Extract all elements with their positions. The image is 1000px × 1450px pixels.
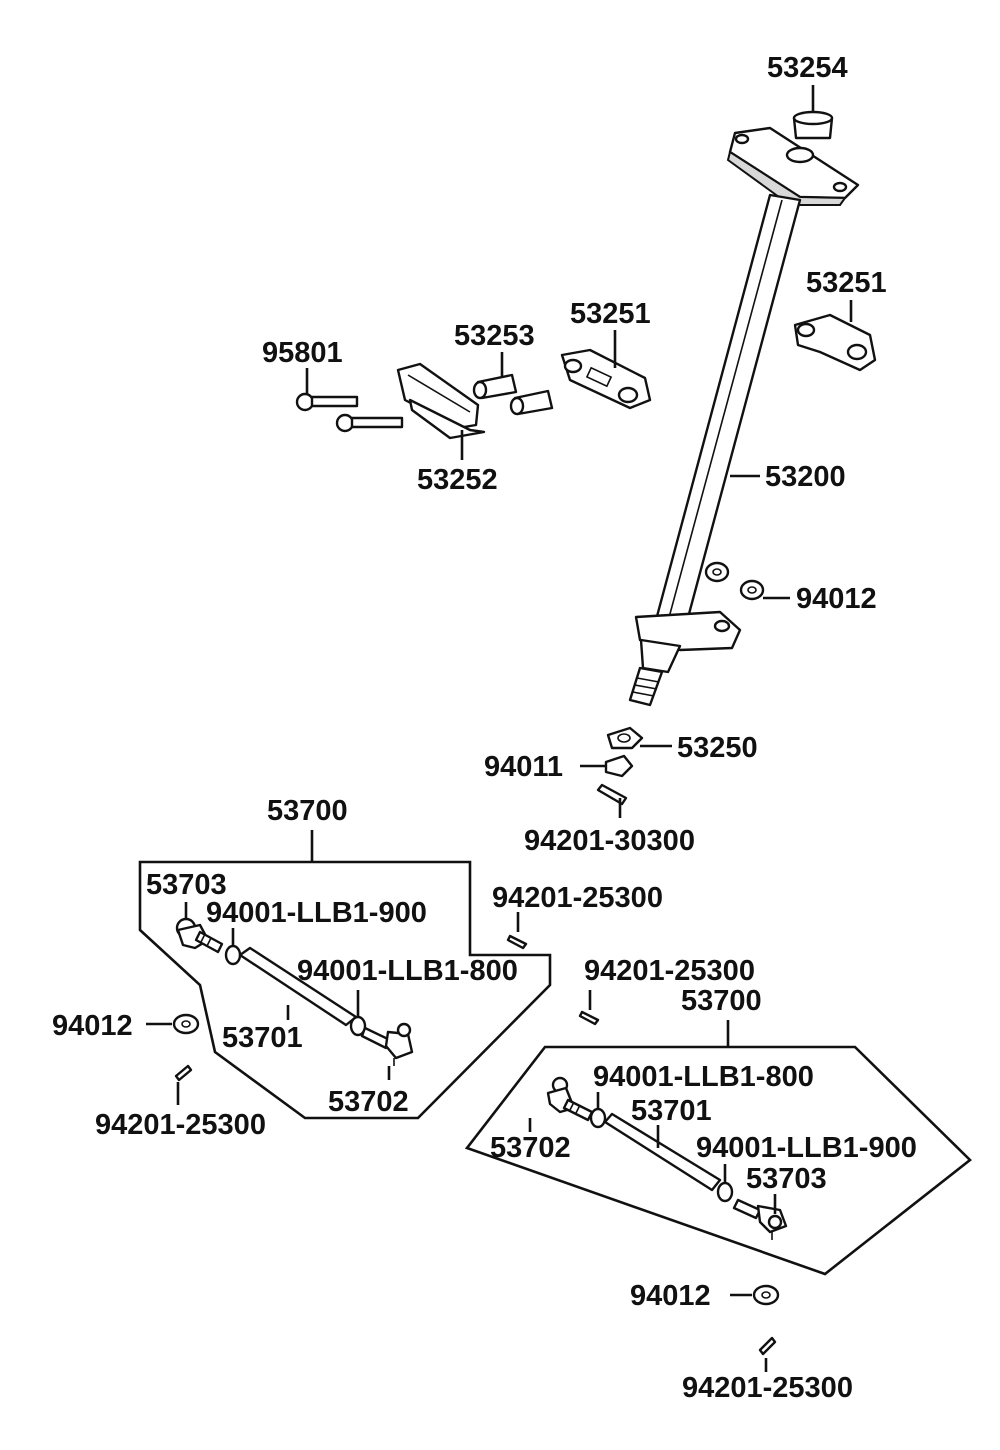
label-53251-right: 53251 xyxy=(806,267,887,299)
group-outline-right xyxy=(464,1045,972,1276)
label-53200: 53200 xyxy=(765,461,846,493)
label-53701-left: 53701 xyxy=(222,1022,303,1054)
label-53252: 53252 xyxy=(417,464,498,496)
nuts-94012-top xyxy=(704,561,765,601)
pin-94201-25300-left xyxy=(174,1064,193,1082)
label-94201-25300-left: 94201-25300 xyxy=(95,1109,266,1141)
label-94001-llb1-800-right: 94001-LLB1-800 xyxy=(593,1061,814,1093)
label-53701-right: 53701 xyxy=(631,1095,712,1127)
label-94201-25300-top: 94201-25300 xyxy=(492,882,663,914)
clamp-53251-mid xyxy=(560,348,652,410)
tie-rod-end-53702-left xyxy=(360,1022,414,1066)
clamp-53251-right xyxy=(793,313,877,372)
nut-94012-bottom xyxy=(752,1284,780,1306)
group-outline-left xyxy=(138,860,552,1120)
label-94201-30300: 94201-30300 xyxy=(524,825,695,857)
label-94012-left: 94012 xyxy=(52,1010,133,1042)
tie-rod-end-53702-right xyxy=(546,1076,594,1122)
nut-94011 xyxy=(604,754,634,778)
label-53700-left: 53700 xyxy=(267,795,348,827)
label-53251-mid: 53251 xyxy=(570,298,651,330)
steering-shaft xyxy=(628,126,860,707)
label-94001-llb1-900-right: 94001-LLB1-900 xyxy=(696,1132,917,1164)
bolts-95801 xyxy=(295,392,404,433)
label-95801: 95801 xyxy=(262,337,343,369)
rod-53701-right xyxy=(603,1112,722,1192)
label-53700-right: 53700 xyxy=(681,985,762,1017)
pin-94201-25300-bottom xyxy=(758,1336,777,1356)
pin-94201-30300 xyxy=(596,783,628,806)
label-94201-25300-mid: 94201-25300 xyxy=(584,955,755,987)
nut-94012-left xyxy=(172,1013,200,1035)
label-53702-right: 53702 xyxy=(490,1132,571,1164)
label-94001-llb1-900-left: 94001-LLB1-900 xyxy=(206,897,427,929)
label-53253: 53253 xyxy=(454,320,535,352)
nut-94001-900-left xyxy=(224,944,242,966)
label-94201-25300-bottom: 94201-25300 xyxy=(682,1372,853,1404)
bushing-53254 xyxy=(792,110,834,140)
pin-94201-25300-mid xyxy=(578,1010,600,1026)
part-labels: 53254 53251 53251 53253 95801 53252 5320… xyxy=(52,52,917,1404)
label-53703-right: 53703 xyxy=(746,1163,827,1195)
label-53250: 53250 xyxy=(677,732,758,764)
pin-94201-25300-top xyxy=(506,934,528,950)
label-94012-top: 94012 xyxy=(796,583,877,615)
label-94001-llb1-800-left: 94001-LLB1-800 xyxy=(297,955,518,987)
label-94012-bottom: 94012 xyxy=(630,1280,711,1312)
label-53254: 53254 xyxy=(767,52,848,84)
label-53702-left: 53702 xyxy=(328,1086,409,1118)
leader-lines xyxy=(146,85,853,1372)
label-94011: 94011 xyxy=(484,751,563,783)
plate-53252 xyxy=(396,362,486,440)
label-53703-left: 53703 xyxy=(146,869,227,901)
nut-94001-800-right xyxy=(589,1107,607,1129)
collars-53253 xyxy=(472,373,554,416)
nut-53250 xyxy=(606,726,644,750)
tie-rod-end-53703-right xyxy=(732,1198,788,1240)
nut-94001-900-right xyxy=(716,1181,734,1203)
